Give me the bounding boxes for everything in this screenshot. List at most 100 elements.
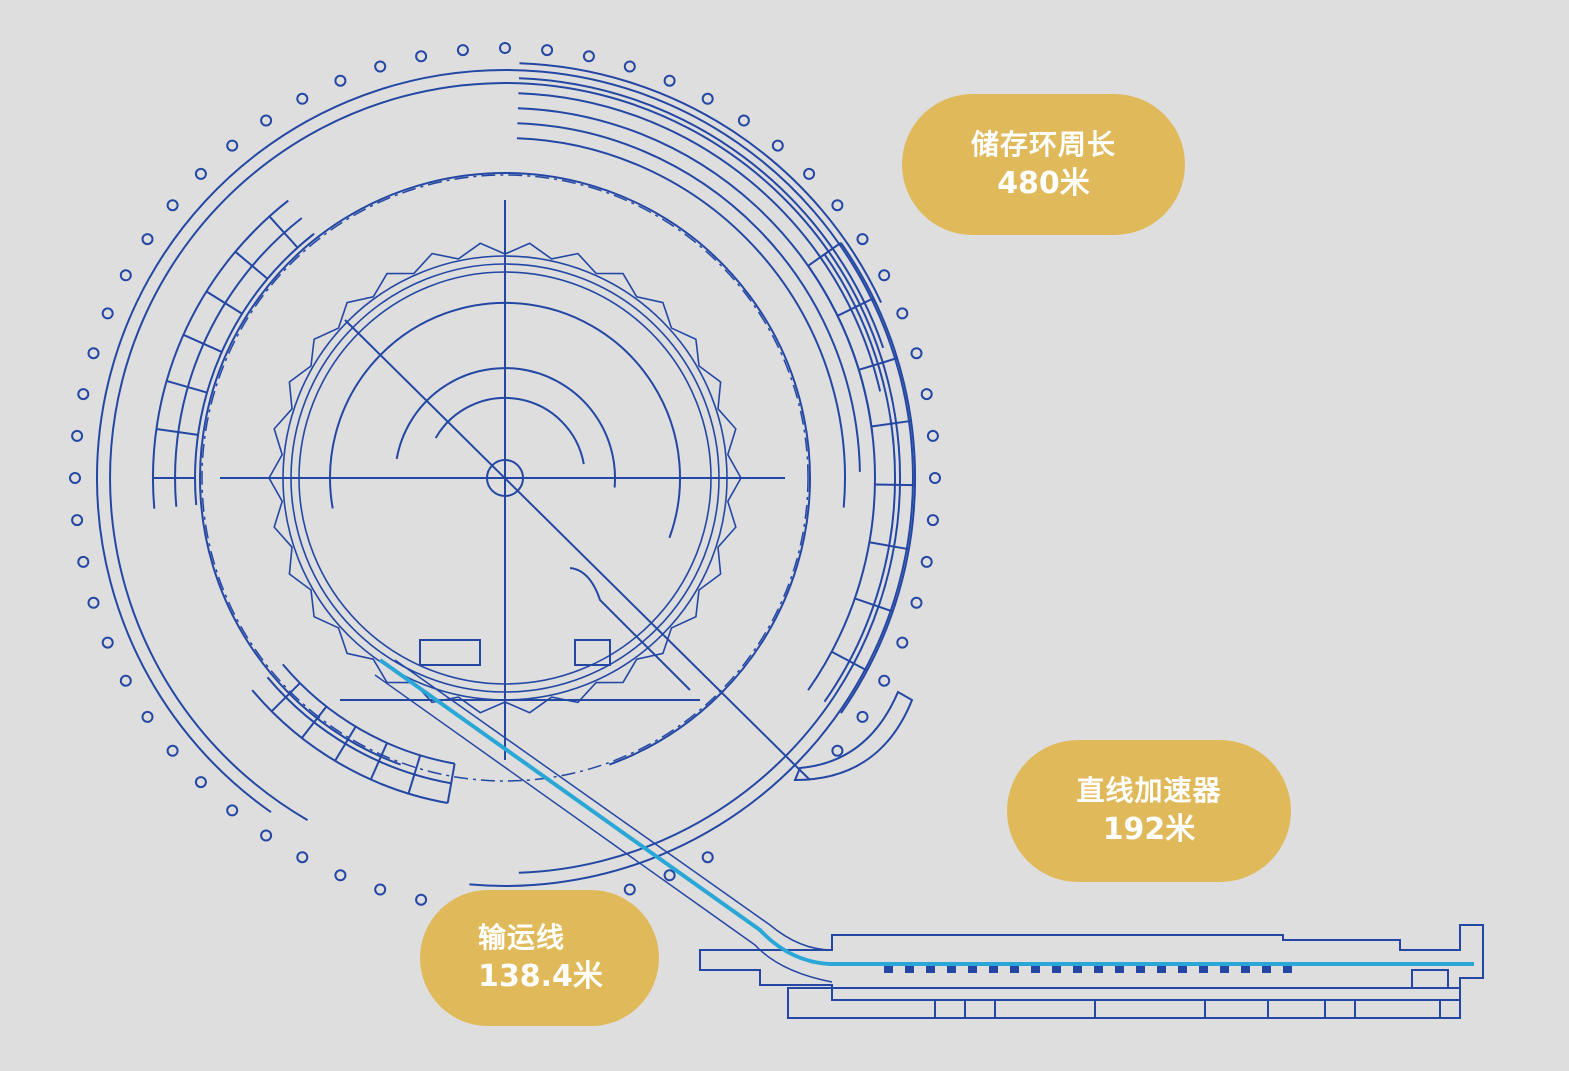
ring-segment-tick — [166, 380, 208, 394]
column-marker — [141, 233, 154, 246]
linac-end-room — [1411, 969, 1449, 989]
column-marker — [926, 514, 939, 527]
storage-ring-label-value: 480米 — [997, 165, 1090, 201]
linac-label-value: 192米 — [1102, 812, 1196, 847]
inner-building-structure — [220, 200, 811, 781]
column-marker — [87, 596, 100, 609]
column-marker — [374, 60, 387, 73]
column-marker — [69, 472, 81, 484]
column-marker — [737, 114, 750, 127]
klystron-marker — [1115, 965, 1124, 973]
column-marker — [929, 472, 941, 484]
column-marker — [878, 269, 891, 282]
inner-rooms — [419, 639, 611, 666]
klystron-marker — [989, 965, 998, 973]
klystron-marker — [1010, 965, 1019, 973]
klystron-marker — [1031, 965, 1040, 973]
ring-segment-tick — [270, 682, 301, 713]
storage-ring-label: 储存环周长 480米 — [902, 94, 1185, 235]
column-marker — [896, 636, 909, 649]
column-marker — [71, 514, 84, 527]
column-marker — [896, 307, 909, 320]
linac-support-building — [787, 987, 1461, 1019]
column-marker — [701, 851, 714, 864]
inner-arc — [395, 367, 617, 488]
linac-label: 直线加速器 192米 — [1007, 740, 1291, 882]
column-marker — [926, 429, 939, 442]
column-marker — [701, 92, 714, 105]
ring-segment-tick — [446, 763, 456, 804]
klystron-marker — [1283, 965, 1292, 973]
ring-segment-tick — [268, 215, 299, 249]
ring-wall — [109, 82, 902, 874]
column-marker — [87, 347, 100, 360]
column-marker — [663, 74, 676, 87]
ring-segment-tick — [234, 250, 269, 280]
column-marker — [623, 883, 636, 896]
ring-segment-tick — [301, 705, 328, 739]
column-marker — [920, 388, 933, 401]
linac-label-name: 直线加速器 — [1076, 774, 1222, 807]
column-marker — [101, 307, 114, 320]
ring-segment-tick — [183, 333, 223, 353]
column-marker — [296, 92, 309, 105]
ring-segment-band — [807, 265, 876, 691]
inner-arc — [329, 301, 681, 539]
linac-building — [699, 924, 1484, 1019]
column-marker — [226, 804, 239, 817]
column-marker — [101, 636, 114, 649]
klystron-marker — [1220, 965, 1229, 973]
beam-tunnel-wall — [374, 674, 833, 983]
ring-segment-tick — [871, 419, 912, 428]
klystron-marker — [1199, 965, 1208, 973]
ring-segment-band — [151, 199, 289, 509]
ring-segment-tick — [407, 755, 422, 794]
column-marker — [541, 44, 554, 57]
klystron-marker — [1178, 965, 1187, 973]
column-marker — [415, 50, 428, 63]
column-marker — [296, 851, 309, 864]
beam-tunnel-wall — [394, 659, 833, 951]
column-marker — [456, 44, 469, 57]
transport-line-label-name: 输运线 — [478, 921, 566, 954]
column-marker — [920, 555, 933, 568]
transport-beam-line — [374, 658, 1474, 983]
beam-orbit — [201, 174, 809, 782]
transport-line-label: 输运线 138.4米 — [420, 890, 659, 1026]
column-marker — [166, 744, 179, 757]
ring-segment-band — [823, 253, 896, 703]
column-marker — [119, 269, 132, 282]
ring-segment-band — [840, 242, 917, 714]
experimental-hall-arc — [517, 107, 874, 434]
column-marker — [910, 596, 923, 609]
linac-tunnel-outline — [699, 924, 1484, 1001]
column-marker — [910, 347, 923, 360]
ring-exit-wall — [793, 690, 914, 782]
inner-arc — [434, 397, 585, 465]
ring-segment-band — [194, 232, 315, 506]
klystron-marker — [947, 965, 956, 973]
experimental-hall-arc — [518, 77, 885, 349]
column-marker — [374, 883, 387, 896]
column-marker — [878, 674, 891, 687]
column-marker — [499, 42, 511, 54]
klystron-marker — [1262, 965, 1271, 973]
ring-segment-tick — [837, 297, 874, 317]
column-marker — [771, 139, 784, 152]
ring-segment-tick — [156, 428, 199, 436]
column-marker — [663, 869, 676, 882]
column-marker — [260, 829, 273, 842]
column-marker — [623, 60, 636, 73]
column-marker — [831, 744, 844, 757]
experimental-hall-arc — [519, 62, 883, 304]
ring-segment-tick — [334, 726, 357, 762]
klystron-marker — [1052, 965, 1061, 973]
column-marker — [166, 199, 179, 212]
klystron-marker — [968, 965, 977, 973]
ring-segment-tick — [831, 650, 868, 672]
column-marker — [226, 139, 239, 152]
ring-segment-band — [174, 217, 303, 507]
klystron-marker — [926, 965, 935, 973]
column-marker — [415, 893, 428, 906]
